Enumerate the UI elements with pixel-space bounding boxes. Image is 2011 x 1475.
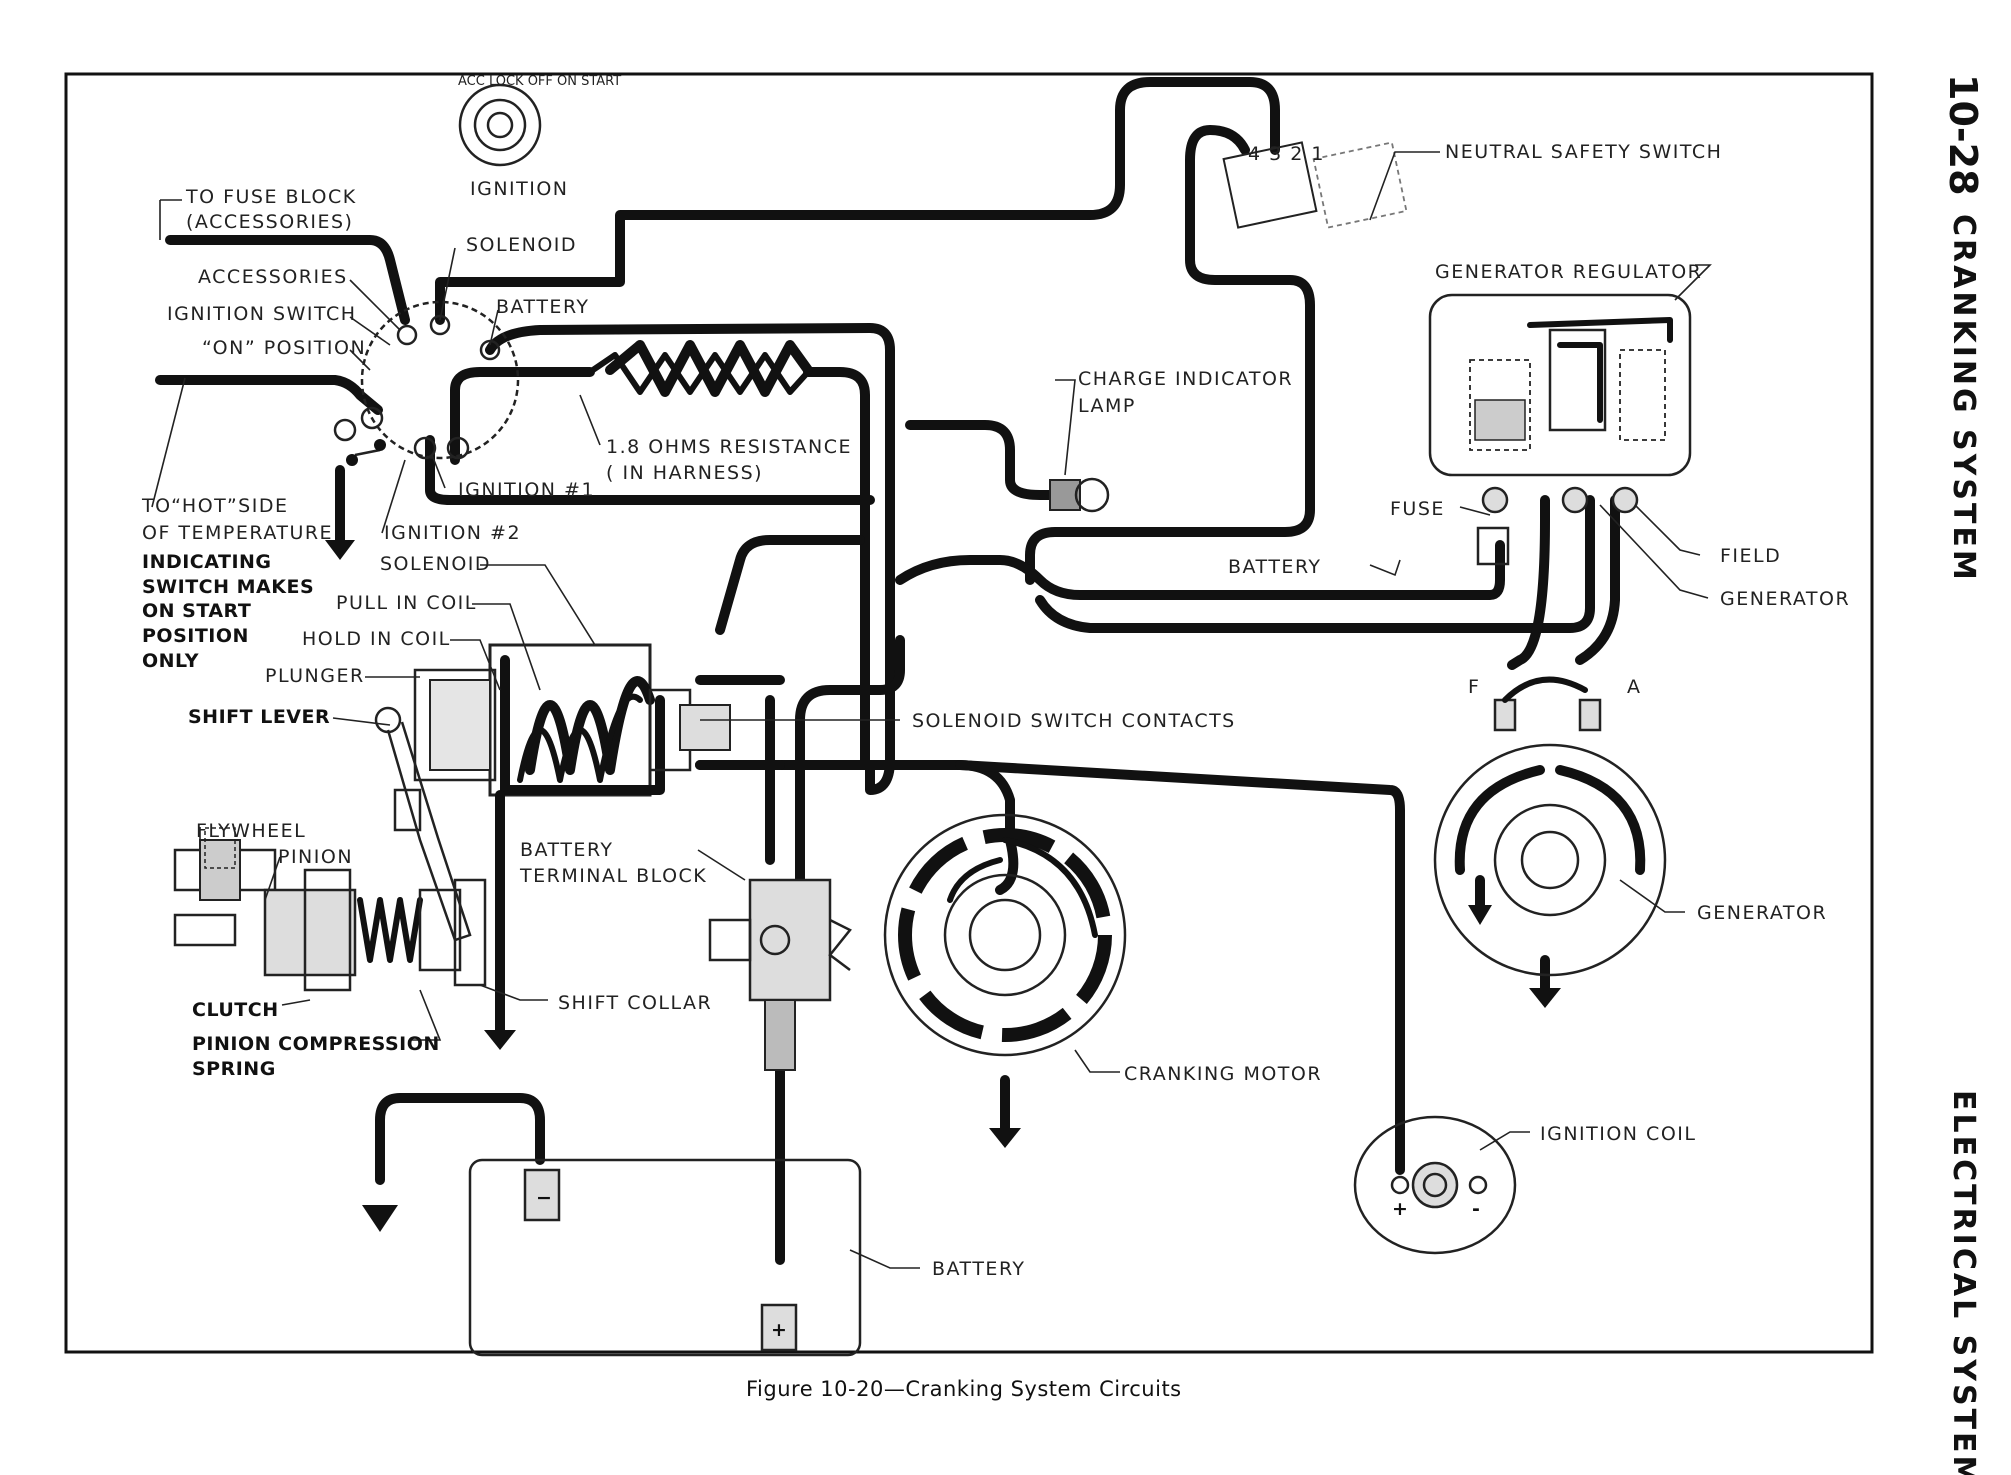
label-resistance-2: ( IN HARNESS)	[606, 462, 763, 484]
gen-terminal-f: F	[1468, 676, 1480, 698]
side-header: 10-28 CRANKING SYSTEM	[1941, 74, 1985, 583]
section-number: 10-28	[1941, 74, 1985, 196]
figure-caption: Figure 10-20—Cranking System Circuits	[746, 1377, 1182, 1401]
figure-frame	[64, 72, 1874, 1354]
label-ignition-coil: IGNITION COIL	[1540, 1123, 1696, 1145]
label-plunger: PLUNGER	[265, 665, 365, 687]
label-indicating-4: POSITION	[142, 625, 249, 647]
label-field: FIELD	[1720, 545, 1781, 567]
label-to-fuse-block-2: (ACCESSORIES)	[186, 211, 353, 233]
label-hold-in-coil: HOLD IN COIL	[302, 628, 451, 650]
generator: F A	[1433, 676, 1667, 977]
label-pinion-spring-2: SPRING	[192, 1058, 276, 1080]
gen-terminal-a: A	[1627, 676, 1642, 698]
nss-terminals: 4 3 2 1	[1248, 143, 1325, 165]
label-generator: GENERATOR	[1697, 902, 1827, 924]
solenoid	[413, 643, 785, 797]
leader-lines	[151, 151, 1712, 1269]
coil-minus: -	[1472, 1198, 1480, 1220]
label-fuse: FUSE	[1390, 498, 1445, 520]
label-accessories: ACCESSORIES	[198, 266, 348, 288]
label-on-position: “ON” POSITION	[202, 337, 366, 359]
label-battery-wire: BATTERY	[1228, 556, 1322, 578]
label-pinion-spring-1: PINION COMPRESSION	[192, 1033, 440, 1055]
wiring	[155, 77, 1620, 1265]
coil-plus: +	[1392, 1198, 1408, 1220]
starter-drive	[173, 827, 487, 992]
label-to-hot-1: TO“HOT”SIDE	[141, 495, 288, 517]
label-indicating-1: INDICATING	[142, 551, 272, 573]
label-ignition-2: IGNITION #2	[384, 522, 521, 544]
label-pull-in-coil: PULL IN COIL	[336, 592, 477, 614]
side-chapter: ELECTRICAL SYSTEMS	[1946, 1090, 1981, 1475]
label-cranking-motor: CRANKING MOTOR	[1124, 1063, 1322, 1085]
neutral-safety-switch: 4 3 2 1	[1222, 141, 1408, 229]
label-solenoid-switch-contacts: SOLENOID SWITCH CONTACTS	[912, 710, 1236, 732]
battery: − +	[468, 1158, 862, 1357]
resistance-wire	[605, 340, 813, 397]
shift-lever	[374, 706, 472, 942]
label-to-hot-2: OF TEMPERATURE	[142, 522, 333, 544]
ignition-switch-dial: ACC LOCK OFF ON START IGNITION	[458, 74, 621, 200]
battery-terminal-block	[708, 878, 852, 1071]
label-neutral-safety-switch: NEUTRAL SAFETY SWITCH	[1445, 141, 1722, 163]
label-indicating-2: SWITCH MAKES	[142, 576, 314, 598]
label-ignition-switch: IGNITION SWITCH	[167, 303, 357, 325]
charge-indicator-lamp	[1049, 477, 1110, 513]
ignition-switch-face-text: ACC LOCK OFF ON START	[458, 74, 621, 89]
ground-arrows	[362, 790, 1561, 1232]
label-generator-regulator: GENERATOR REGULATOR	[1435, 261, 1702, 283]
label-resistance-1: 1.8 OHMS RESISTANCE	[606, 436, 852, 458]
label-generator-wire: GENERATOR	[1720, 588, 1850, 610]
label-battery-terminal-block-1: BATTERY	[520, 839, 614, 861]
label-charge-lamp-2: LAMP	[1078, 395, 1136, 417]
label-shift-lever: SHIFT LEVER	[188, 706, 330, 728]
generator-regulator	[1428, 293, 1692, 566]
label-battery-terminal-block-2: TERMINAL BLOCK	[519, 865, 707, 887]
cranking-motor	[883, 813, 1127, 1057]
label-solenoid: SOLENOID	[380, 553, 491, 575]
ignition-switch	[325, 300, 520, 560]
ignition-label: IGNITION	[470, 178, 569, 200]
label-flywheel: FLYWHEEL	[196, 820, 306, 842]
label-pinion: PINION	[278, 846, 353, 868]
labels: TO FUSE BLOCK (ACCESSORIES) SOLENOID ACC…	[141, 141, 1850, 1280]
chapter-title: ELECTRICAL SYSTEMS	[1946, 1090, 1981, 1475]
label-shift-collar: SHIFT COLLAR	[558, 992, 712, 1014]
label-charge-lamp-1: CHARGE INDICATOR	[1078, 368, 1293, 390]
label-ignition-1: IGNITION #1	[458, 479, 595, 501]
label-indicating-5: ONLY	[142, 650, 199, 672]
section-title: CRANKING SYSTEM	[1946, 214, 1981, 583]
label-battery-switch: BATTERY	[496, 296, 590, 318]
ignition-coil: + -	[1353, 1115, 1517, 1255]
label-battery: BATTERY	[932, 1258, 1026, 1280]
label-indicating-3: ON START	[142, 600, 251, 622]
battery-plus: +	[771, 1319, 787, 1341]
label-solenoid-top: SOLENOID	[466, 234, 577, 256]
label-clutch: CLUTCH	[192, 999, 279, 1021]
label-to-fuse-block-1: TO FUSE BLOCK	[185, 186, 357, 208]
battery-minus: −	[536, 1187, 552, 1209]
